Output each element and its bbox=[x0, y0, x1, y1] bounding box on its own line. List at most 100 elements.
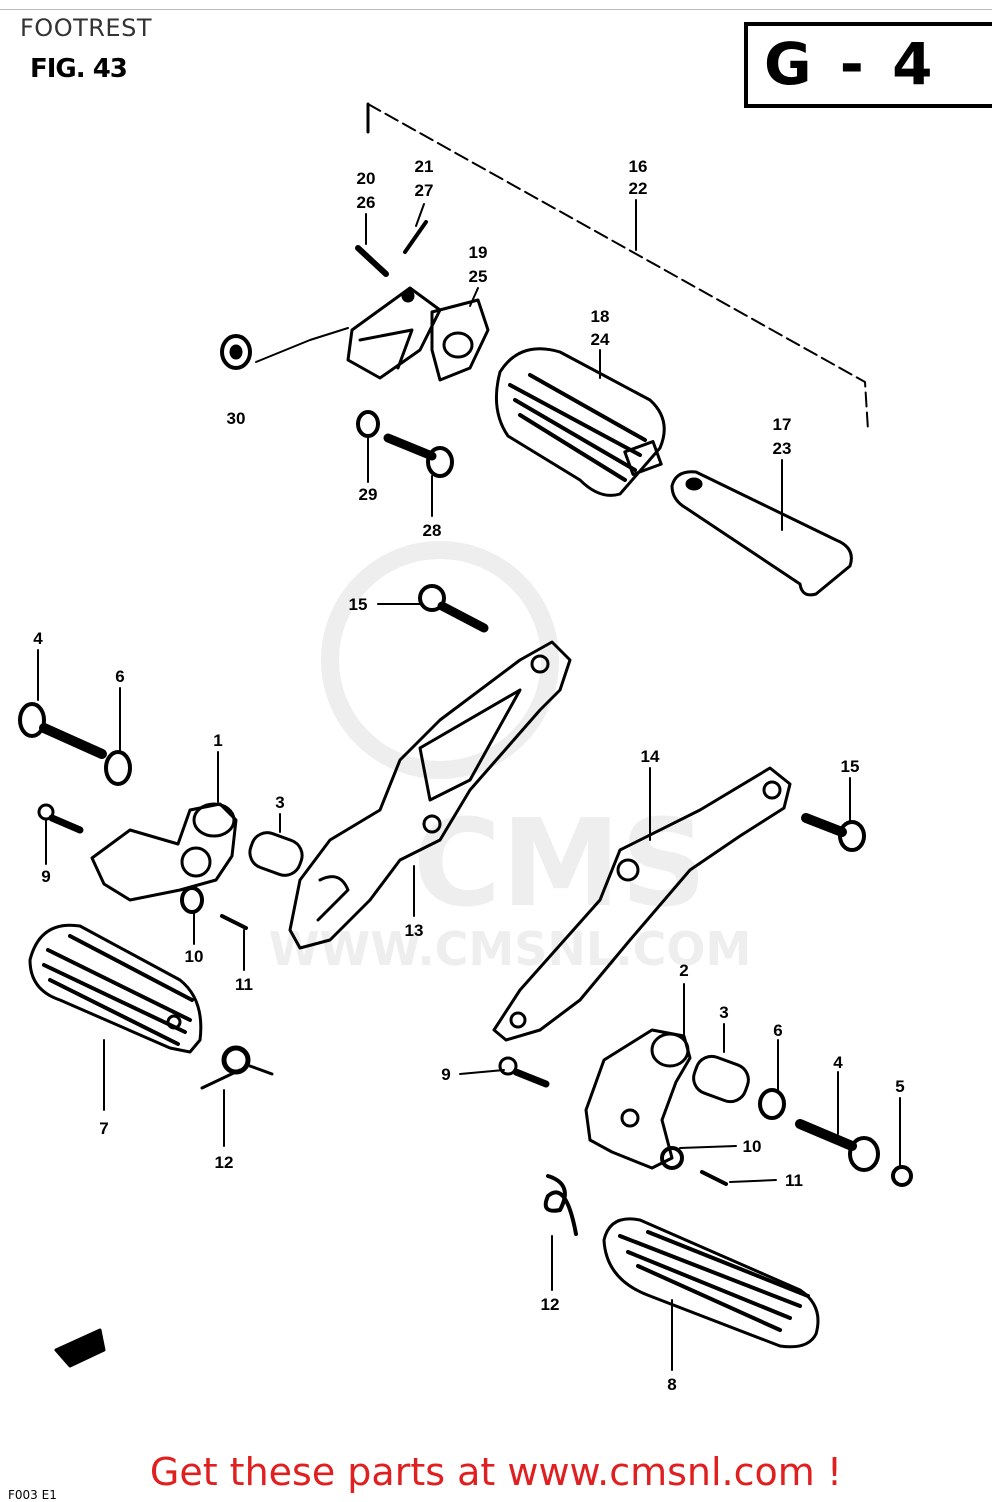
callout-19: 19 bbox=[469, 243, 488, 262]
callout-1: 1 bbox=[213, 731, 222, 750]
plate-19-25 bbox=[430, 298, 490, 382]
callout-13: 13 bbox=[405, 921, 424, 940]
callout-11-left: 11 bbox=[235, 975, 253, 994]
callout-9-right: 9 bbox=[441, 1065, 450, 1084]
bolt-15-right-shank bbox=[801, 813, 847, 837]
bracket-13-hole-top bbox=[530, 654, 550, 674]
callout-15-right: 15 bbox=[841, 757, 860, 776]
callout-18: 18 bbox=[591, 307, 610, 326]
callout-30: 30 bbox=[227, 409, 246, 428]
callout-4-left: 4 bbox=[33, 629, 43, 648]
washer-6-right bbox=[758, 1088, 786, 1120]
holder-2-boss bbox=[650, 1032, 690, 1068]
callout-16: 16 bbox=[629, 157, 648, 176]
rubber-18-24-ribs bbox=[508, 373, 647, 482]
bolt-15-right-head bbox=[838, 820, 866, 852]
callout-28: 28 bbox=[423, 521, 442, 540]
plate-19-25-hole bbox=[442, 331, 474, 359]
watermark: CMS WWW.CMSNL.COM bbox=[269, 541, 751, 976]
callout-11-right: 11 bbox=[785, 1171, 803, 1190]
bracket-13-cutout bbox=[418, 688, 522, 802]
washer-30 bbox=[220, 334, 252, 370]
spring-12-left bbox=[221, 1045, 251, 1075]
shop-link[interactable]: Get these parts at www.cmsnl.com ! bbox=[149, 1450, 843, 1494]
callout-20: 20 bbox=[357, 169, 376, 188]
watermark-logo-ring bbox=[321, 541, 559, 779]
bolt-4-left-shank bbox=[39, 723, 107, 759]
bushing-3-right bbox=[692, 1054, 750, 1104]
washer-10-left bbox=[180, 886, 204, 914]
rear-holder-detail bbox=[358, 328, 414, 370]
callout-25: 25 bbox=[469, 267, 488, 286]
callout-26: 26 bbox=[357, 193, 376, 212]
callout-2: 2 bbox=[679, 961, 688, 980]
footrest-8 bbox=[602, 1217, 820, 1349]
bracket-line-upper bbox=[367, 103, 869, 431]
washer-6-left bbox=[104, 750, 132, 786]
holder-1-boss bbox=[192, 802, 236, 838]
pin-9-left-shank bbox=[48, 814, 84, 834]
pin-9-right-shank bbox=[512, 1068, 550, 1088]
bracket-14-hole-top bbox=[762, 780, 782, 800]
callout-8: 8 bbox=[667, 1375, 676, 1394]
callout-15-upper: 15 bbox=[349, 595, 368, 614]
bolt-15-upper-head bbox=[418, 584, 446, 612]
drawing-code: F003 E1 bbox=[8, 1488, 57, 1502]
callout-23: 23 bbox=[773, 439, 792, 458]
bolt-28-shank bbox=[383, 433, 437, 461]
exploded-parts-diagram: CMS WWW.CMSNL.COM bbox=[18, 102, 913, 1394]
callout-27: 27 bbox=[415, 181, 434, 200]
bolt-4-right-shank bbox=[795, 1119, 857, 1151]
holder-2-hole bbox=[620, 1108, 640, 1128]
spring-12-right bbox=[543, 1174, 578, 1236]
footrest-7-ribs bbox=[42, 934, 194, 1046]
bracket-14 bbox=[492, 766, 792, 1042]
front-arrow bbox=[54, 1328, 106, 1368]
bolt-15-upper-shank bbox=[437, 601, 489, 633]
washer-29 bbox=[356, 410, 380, 438]
washer-30-hole bbox=[229, 344, 243, 360]
bolt-20-26 bbox=[355, 245, 389, 277]
footrest-7-hole bbox=[166, 1014, 182, 1030]
rear-holder bbox=[346, 286, 442, 380]
callout-6-left: 6 bbox=[115, 667, 124, 686]
spring-12-left-legs bbox=[200, 1064, 274, 1090]
page-title: FOOTREST bbox=[20, 14, 152, 42]
callout-10-right: 10 bbox=[743, 1137, 762, 1156]
bracket-13-hook bbox=[316, 875, 350, 922]
bracket-14-hole-mid bbox=[616, 858, 640, 882]
bolt-4-right-head bbox=[848, 1136, 880, 1172]
leader-30 bbox=[255, 327, 349, 363]
footrest-17-23-hole bbox=[685, 477, 703, 491]
callout-10-left: 10 bbox=[185, 947, 204, 966]
nut-5 bbox=[891, 1165, 913, 1187]
callout-14: 14 bbox=[641, 747, 660, 766]
bracket-13 bbox=[288, 640, 572, 950]
holder-1-eye bbox=[180, 846, 212, 878]
callout-9-left: 9 bbox=[41, 867, 50, 886]
bolt-4-left-head bbox=[18, 702, 46, 738]
watermark-brand: CMS bbox=[413, 795, 707, 934]
footrest-8-ribs bbox=[618, 1230, 810, 1332]
holder-1 bbox=[90, 802, 238, 902]
bushing-3-left bbox=[248, 831, 304, 877]
callout-29: 29 bbox=[359, 485, 378, 504]
callout-labels: 20 26 2 1 27 16 22 19 25 18 24 30 17 23 2… bbox=[33, 157, 904, 1394]
callout-22: 22 bbox=[629, 179, 648, 198]
bolt-28-head bbox=[426, 446, 454, 478]
top-rule bbox=[0, 9, 992, 10]
footrest-7 bbox=[28, 923, 203, 1054]
callout-6-right: 6 bbox=[773, 1021, 782, 1040]
bracket-14-hole-low bbox=[509, 1011, 527, 1029]
callout-5: 5 bbox=[895, 1077, 904, 1096]
section-box bbox=[744, 22, 992, 108]
callout-3-left: 3 bbox=[275, 793, 284, 812]
callout-24: 24 bbox=[591, 330, 610, 349]
section-code: G - 4 bbox=[764, 30, 937, 98]
cotter-11-right bbox=[700, 1170, 728, 1186]
footrest-17-23 bbox=[670, 470, 853, 597]
callout-17: 17 bbox=[773, 415, 792, 434]
rubber-18-24-socket bbox=[623, 440, 663, 476]
washer-10-right bbox=[660, 1146, 684, 1170]
holder-2 bbox=[584, 1028, 692, 1170]
